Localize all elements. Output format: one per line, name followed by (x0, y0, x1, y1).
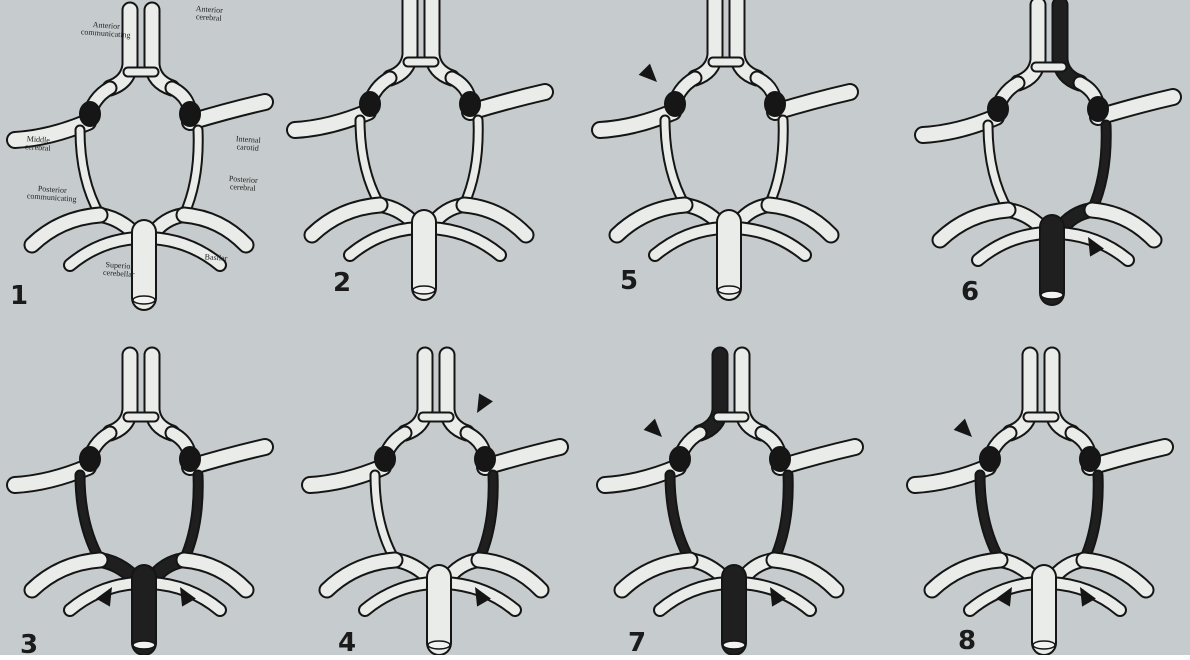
vessel-pca-right (1092, 210, 1154, 240)
right-carotid-stump (475, 447, 495, 471)
vessel-left-pcomm (375, 475, 395, 560)
basilar-cut-end (428, 641, 450, 649)
vessel-pca-right (774, 560, 836, 590)
panel-5 (15, 355, 265, 649)
panel-number-6: 6 (961, 279, 979, 305)
vessel-pca-right (479, 560, 541, 590)
label-anterior-cerebral: Anterior cerebral (185, 4, 232, 23)
panel-number-5: 5 (620, 268, 638, 294)
basilar-cut-end (1033, 641, 1055, 649)
left-carotid-stump (360, 92, 380, 116)
vessel-left-pcomm (670, 475, 690, 560)
right-carotid-stump (180, 447, 200, 471)
panel-number-2: 2 (333, 270, 351, 296)
right-carotid-stump (1088, 97, 1108, 121)
basilar-cut-end (723, 641, 745, 649)
vessel-left-pcomm (665, 120, 685, 205)
arrowhead-left-pcomm (954, 419, 978, 443)
right-carotid-stump (770, 447, 790, 471)
vessel-pca-right (464, 205, 526, 235)
panel-number-1: 1 (10, 283, 28, 309)
vessel-pca-right (769, 205, 831, 235)
panel-2 (295, 0, 545, 294)
left-carotid-stump (80, 102, 100, 126)
arrowhead-right-acomm-area (470, 393, 493, 417)
vessel-left-pcomm (80, 475, 100, 560)
panel-3 (600, 0, 850, 294)
right-carotid-stump (460, 92, 480, 116)
vessel-pca-right (1084, 560, 1146, 590)
basilar-cut-end (133, 296, 155, 304)
label-internal-carotid: Internal carotid (225, 134, 270, 153)
basilar-cut-end (413, 286, 435, 294)
panel-8 (915, 355, 1165, 649)
panel-4 (923, 5, 1173, 299)
panel-number-7: 7 (628, 630, 646, 656)
label-middle-cerebral: Middle cerebral (17, 135, 58, 154)
basilar-cut-end (718, 286, 740, 294)
panel-7 (605, 355, 855, 649)
panel-number-8: 8 (958, 628, 976, 654)
left-carotid-stump (80, 447, 100, 471)
left-carotid-stump (375, 447, 395, 471)
panel-number-4: 4 (338, 630, 356, 656)
vessel-left-pcomm (988, 125, 1008, 210)
basilar-cut-end (1041, 291, 1063, 299)
panel-number-3: 3 (20, 632, 38, 658)
vessel-left-pcomm (360, 120, 380, 205)
vessel-left-pcomm (980, 475, 1000, 560)
left-carotid-stump (988, 97, 1008, 121)
panel-6 (310, 355, 560, 649)
vessel-pca-right (184, 560, 246, 590)
right-carotid-stump (765, 92, 785, 116)
left-carotid-stump (670, 447, 690, 471)
arrowhead-left-pcomm (644, 419, 668, 443)
left-carotid-stump (665, 92, 685, 116)
arrowhead-left-pcomm (639, 64, 663, 88)
left-carotid-stump (980, 447, 1000, 471)
vessel-pca-right (184, 215, 246, 245)
label-posterior-cerebral: Posterior cerebral (218, 174, 269, 193)
right-carotid-stump (1080, 447, 1100, 471)
basilar-cut-end (133, 641, 155, 649)
right-carotid-stump (180, 102, 200, 126)
